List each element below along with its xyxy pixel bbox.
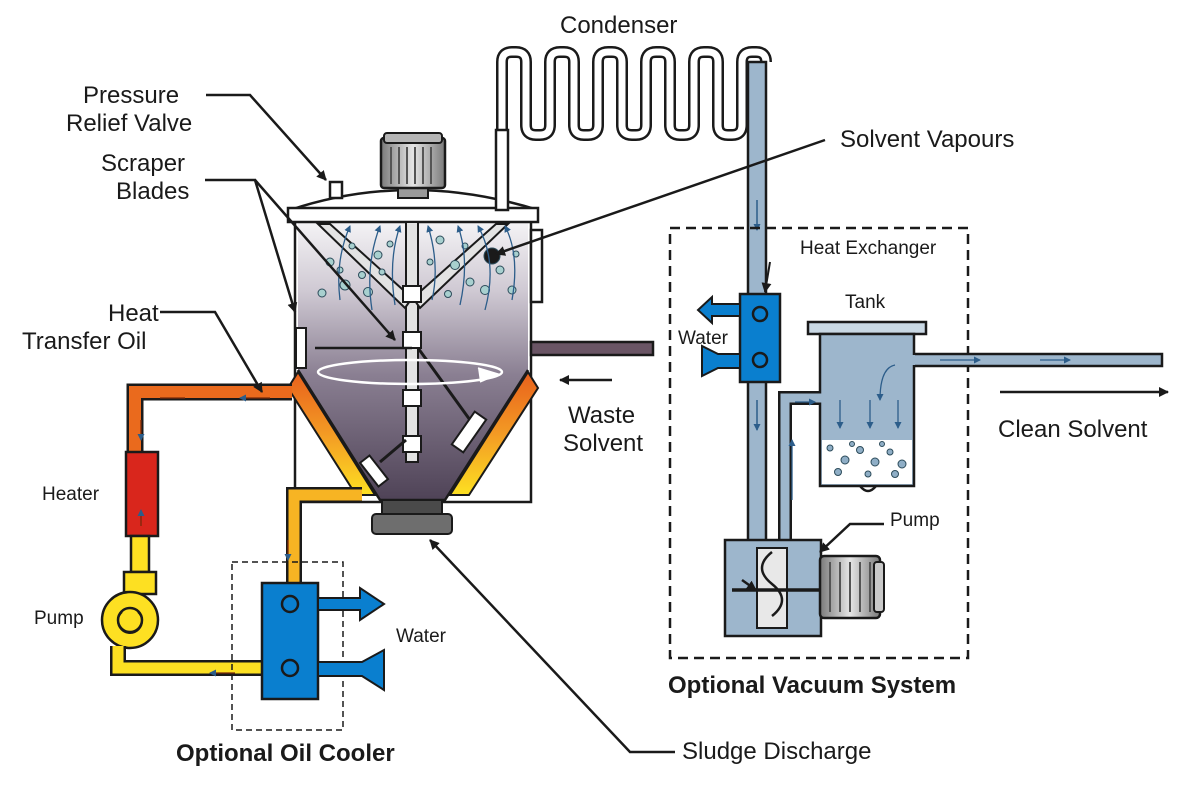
motor-icon <box>379 132 447 199</box>
label-water-cooler: Water <box>396 626 446 647</box>
optional-oil-cooler-box <box>231 561 386 731</box>
clean-solvent-pipe <box>895 352 1169 397</box>
optional-vacuum-system-box <box>668 226 970 660</box>
vacuum-heat-exchanger <box>696 261 782 384</box>
label-pressure-relief-valve-1: Pressure <box>83 82 180 109</box>
label-sludge-discharge: Sludge Discharge <box>682 738 872 765</box>
label-water-vacuum: Water <box>678 328 728 349</box>
label-solvent-vapours: Solvent Vapours <box>840 126 1015 153</box>
vacuum-pump <box>723 538 885 638</box>
label-waste-solvent-2: Solvent <box>563 430 644 457</box>
label-waste-solvent-1: Waste <box>568 402 636 429</box>
label-heat-exchanger: Heat Exchanger <box>800 238 937 259</box>
label-scraper-blades-2: Blades <box>116 178 190 205</box>
label-optional-oil-cooler: Optional Oil Cooler <box>176 740 395 767</box>
label-pump-vacuum: Pump <box>890 510 940 531</box>
label-scraper-blades-1: Scraper <box>101 150 186 177</box>
water-arrow-icon <box>317 586 386 622</box>
label-heater: Heater <box>42 484 100 505</box>
label-pressure-relief-valve-2: Relief Valve <box>66 110 193 137</box>
leader-lines <box>160 93 884 754</box>
label-heat-transfer-oil-1: Heat <box>108 300 159 327</box>
vapour-bubbles <box>317 235 520 298</box>
label-clean-solvent: Clean Solvent <box>998 416 1148 443</box>
label-tank: Tank <box>845 292 886 313</box>
label-pump-oil: Pump <box>34 608 84 629</box>
pressure-relief-valve <box>328 180 344 200</box>
label-heat-transfer-oil-2: Transfer Oil <box>22 328 147 355</box>
scraper-agitator <box>295 221 511 488</box>
label-condenser: Condenser <box>560 12 678 39</box>
oil-loop <box>100 383 362 677</box>
tank-return-line <box>778 391 822 540</box>
heat-exchanger-icon <box>260 581 320 701</box>
vapour-pipe <box>494 128 510 212</box>
waste-solvent-pipe <box>529 340 655 385</box>
label-optional-vacuum-system: Optional Vacuum System <box>668 672 957 699</box>
condenser-coil <box>496 46 772 195</box>
tank <box>806 320 928 493</box>
rotation-arrow-icon <box>316 358 504 386</box>
heater-icon <box>124 450 160 538</box>
vapour-streamlines <box>338 225 516 311</box>
